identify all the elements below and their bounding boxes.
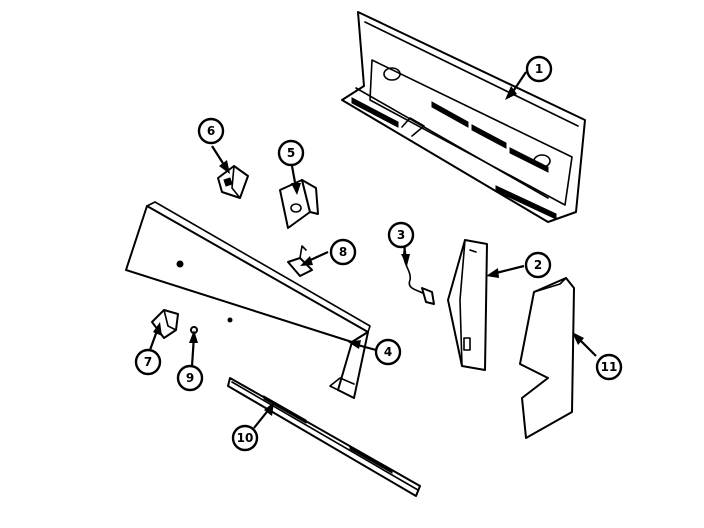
part-2-side-bracket <box>447 239 488 371</box>
callout-6: 6 <box>197 117 225 145</box>
part-6-control-box <box>217 165 249 199</box>
part-8-clip <box>287 245 313 277</box>
callout-5-label: 5 <box>287 146 295 160</box>
leader-lines <box>148 71 597 429</box>
callout-8: 8 <box>329 238 357 266</box>
callout-1: 1 <box>525 55 553 83</box>
callout-10-label: 10 <box>237 431 254 445</box>
callout-4-label: 4 <box>384 345 392 359</box>
callout-10: 10 <box>231 424 259 452</box>
callout-2-label: 2 <box>534 258 542 272</box>
callout-4: 4 <box>374 338 402 366</box>
callout-7-label: 7 <box>144 355 152 369</box>
callout-2: 2 <box>524 251 552 279</box>
callout-9-label: 9 <box>186 371 194 385</box>
callout-1-label: 1 <box>535 62 543 76</box>
callout-8-label: 8 <box>339 245 347 259</box>
part-1-backguard-panel <box>341 11 586 223</box>
callout-11: 11 <box>595 353 623 381</box>
callout-11-label: 11 <box>601 360 618 374</box>
callout-9: 9 <box>176 364 204 392</box>
part-5-switch <box>279 179 319 229</box>
callout-5: 5 <box>277 139 305 167</box>
part-10-trim-strip <box>227 377 421 497</box>
callout-6-label: 6 <box>207 124 215 138</box>
callout-3: 3 <box>387 221 415 249</box>
part-7-knob <box>151 309 179 339</box>
callout-3-label: 3 <box>397 228 405 242</box>
part-11-end-cap <box>519 277 575 439</box>
callout-7: 7 <box>134 348 162 376</box>
part-4-control-panel <box>125 201 371 399</box>
